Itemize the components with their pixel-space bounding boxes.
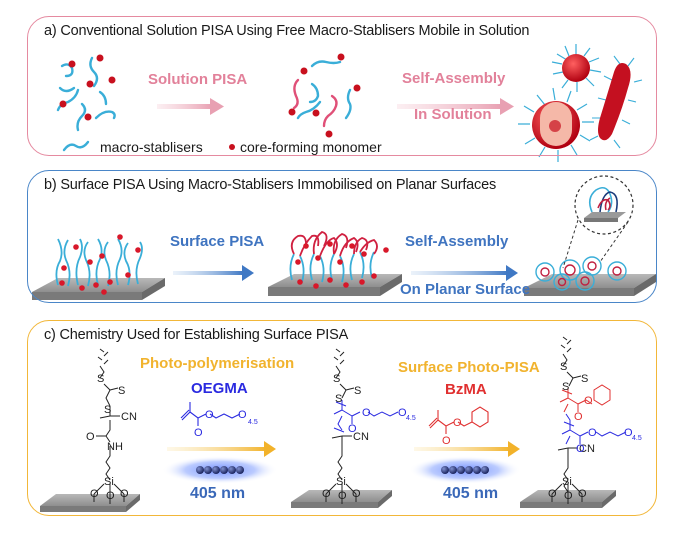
surface-pisa-label: Surface PISA	[170, 233, 265, 250]
panel-b-title: b) Surface PISA Using Macro-Stablisers I…	[44, 177, 497, 193]
panel-c-chemistry: c) Chemistry Used for Establishing Surfa…	[27, 320, 657, 516]
self-assembly-label-b: Self-Assembly	[405, 233, 509, 250]
oegma-label: OEGMA	[191, 380, 248, 397]
in-solution-label: In Solution	[414, 106, 492, 123]
legend-core-forming-monomer: core-forming monomer	[240, 139, 382, 155]
bzma-label: BzMA	[445, 381, 487, 398]
panel-a-title: a) Conventional Solution PISA Using Free…	[44, 23, 530, 39]
photo-polymerisation-label: Photo-polymerisation	[140, 355, 295, 372]
on-planar-surface-label: On Planar Surface	[400, 281, 531, 298]
legend-macro-stabilisers: macro-stablisers	[100, 139, 203, 155]
panel-b-surface-pisa: b) Surface PISA Using Macro-Stablisers I…	[27, 170, 657, 303]
wavelength-label-1: 405 nm	[190, 485, 246, 502]
self-assembly-label-a: Self-Assembly	[402, 70, 506, 87]
surface-photo-pisa-label: Surface Photo-PISA	[398, 359, 540, 376]
panel-c-title: c) Chemistry Used for Establishing Surfa…	[44, 327, 349, 343]
wavelength-label-2: 405 nm	[443, 485, 499, 502]
panel-a-solution-pisa: a) Conventional Solution PISA Using Free…	[27, 16, 657, 156]
solution-pisa-label: Solution PISA	[148, 71, 248, 88]
